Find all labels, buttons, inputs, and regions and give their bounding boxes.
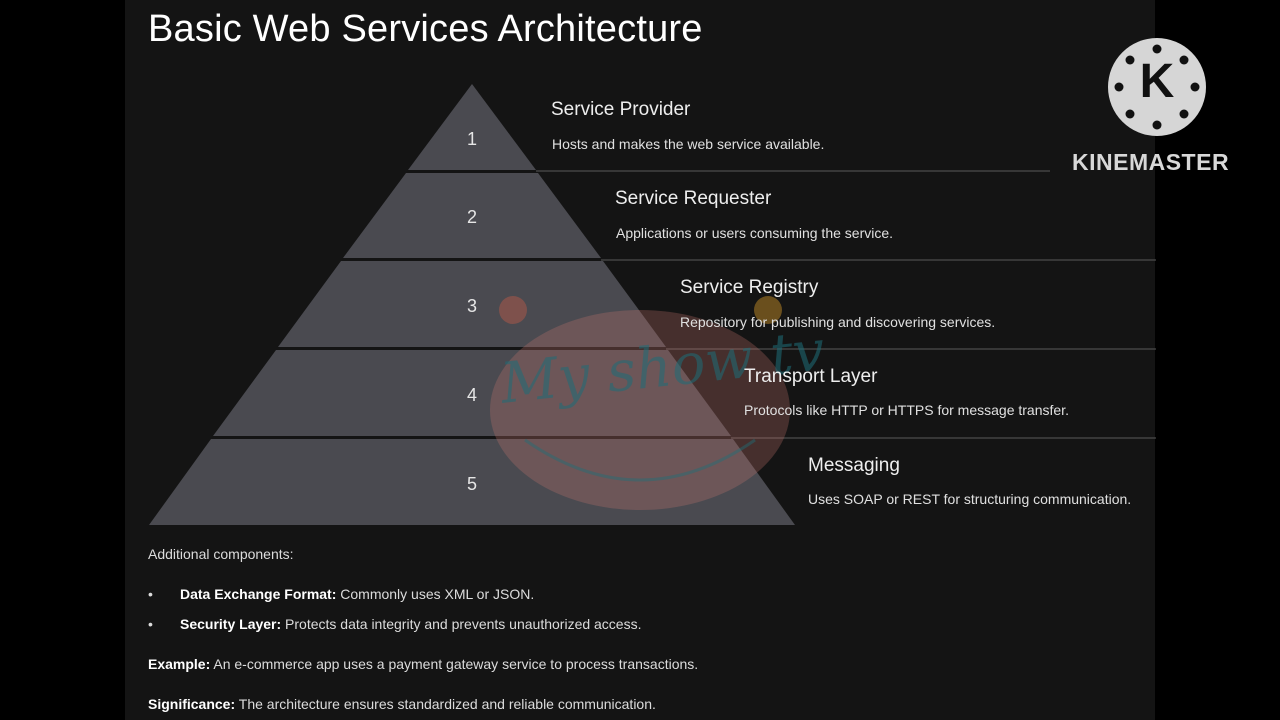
layer-title-3: Service Registry xyxy=(680,277,819,298)
pyramid-layer-4 xyxy=(213,350,731,436)
significance-paragraph: Significance: The architecture ensures s… xyxy=(148,696,656,712)
layer-title-2: Service Requester xyxy=(615,188,772,209)
example-term: Example: xyxy=(148,656,211,672)
bullet-text: Commonly uses XML or JSON. xyxy=(336,586,535,602)
pyramid-layer-1 xyxy=(408,84,536,170)
layer-description-3: Repository for publishing and discoverin… xyxy=(680,314,996,330)
bullet-term: Data Exchange Format: xyxy=(180,586,337,602)
layer-description-5: Uses SOAP or REST for structuring commun… xyxy=(808,491,1132,507)
kinemaster-logo-icon xyxy=(1108,38,1206,136)
layer-title-4: Transport Layer xyxy=(744,366,878,387)
bullet-item-data-exchange: • Data Exchange Format: Commonly uses XML… xyxy=(148,586,534,602)
layer-title-5: Messaging xyxy=(808,455,900,476)
layer-number-3: 3 xyxy=(467,296,477,316)
layer-number-4: 4 xyxy=(467,385,477,405)
layer-title-1: Service Provider xyxy=(551,99,691,120)
example-text: An e-commerce app uses a payment gateway… xyxy=(210,656,699,672)
example-paragraph: Example: An e-commerce app uses a paymen… xyxy=(148,656,698,672)
logo-letter: K xyxy=(1139,55,1175,108)
bullet-text: Protects data integrity and prevents una… xyxy=(281,616,642,632)
layer-number-2: 2 xyxy=(467,207,477,227)
slide-title: Basic Web Services Architecture xyxy=(148,8,703,50)
significance-term: Significance: xyxy=(148,696,236,712)
significance-text: The architecture ensures standardized an… xyxy=(235,696,656,712)
additional-components-label: Additional components: xyxy=(148,546,294,562)
bullet-item-security-layer: • Security Layer: Protects data integrity… xyxy=(148,616,642,632)
pyramid-layer-5 xyxy=(149,439,795,525)
bullet-marker: • xyxy=(148,586,153,602)
bullet-marker: • xyxy=(148,616,153,632)
layer-description-4: Protocols like HTTP or HTTPS for message… xyxy=(744,402,1069,418)
pyramid-layer-2 xyxy=(343,173,601,258)
layer-number-1: 1 xyxy=(467,129,477,149)
layer-description-2: Applications or users consuming the serv… xyxy=(616,225,894,241)
layer-description-1: Hosts and makes the web service availabl… xyxy=(552,136,825,152)
logo-dots-icon xyxy=(1114,44,1200,130)
layer-number-5: 5 xyxy=(467,474,477,494)
bullet-term: Security Layer: xyxy=(180,616,282,632)
brand-name: KINEMASTER xyxy=(1072,149,1230,175)
pyramid-layer-3 xyxy=(278,261,666,347)
